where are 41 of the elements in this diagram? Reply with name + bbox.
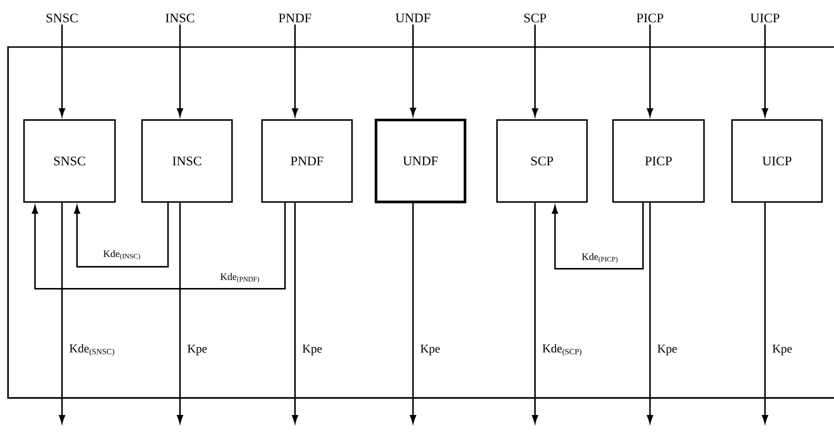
edge-label: Kpe (419, 344, 442, 356)
feedback-arrow (74, 202, 169, 268)
compartment-box: SNSC (23, 119, 116, 203)
compartment-box: PICP (612, 119, 705, 203)
arrow (292, 202, 298, 424)
input-label: INSC (166, 14, 194, 22)
compartment-box: SCP (496, 119, 588, 203)
arrow (646, 24, 654, 116)
arrow (762, 202, 768, 424)
arrow (410, 203, 416, 424)
arrow (762, 24, 768, 116)
edge-label: Kde$_{(PICP)}$ (580, 252, 620, 264)
arrow (532, 202, 538, 424)
arrow (410, 24, 416, 116)
arrow (176, 24, 184, 116)
arrow (646, 202, 654, 424)
feedback-arrow (32, 202, 286, 290)
arrow (58, 202, 66, 424)
compartment-box: UNDF (374, 118, 466, 204)
input-label: UICP (750, 14, 780, 22)
arrow (532, 24, 538, 116)
edge-label: Kde$_{(PNDF)}$ (219, 272, 261, 284)
input-label: SCP (524, 14, 546, 22)
arrow (292, 24, 298, 116)
feedback-arrow (552, 202, 644, 270)
edge-label: Kde$_{(INSC)}$ (102, 249, 142, 261)
input-label: SNSC (46, 14, 78, 22)
edge-label: Kpe (656, 344, 678, 356)
edge-label: Kde$_{(SCP)}$ (541, 343, 584, 357)
compartment-box: PNDF (261, 119, 353, 203)
edge-label: Kpe (186, 344, 208, 356)
compartment-box: INSC (141, 119, 233, 203)
arrow (176, 202, 184, 424)
input-label: UNDF (396, 14, 430, 22)
edge-label: Kde$_{(SNSC)}$ (68, 343, 116, 357)
input-label: PNDF (278, 14, 312, 22)
arrow (58, 24, 66, 116)
edge-label: Kpe (301, 344, 324, 356)
input-label: PICP (636, 14, 664, 22)
edge-label: Kpe (771, 344, 794, 356)
compartment-box: UICP (731, 119, 823, 203)
